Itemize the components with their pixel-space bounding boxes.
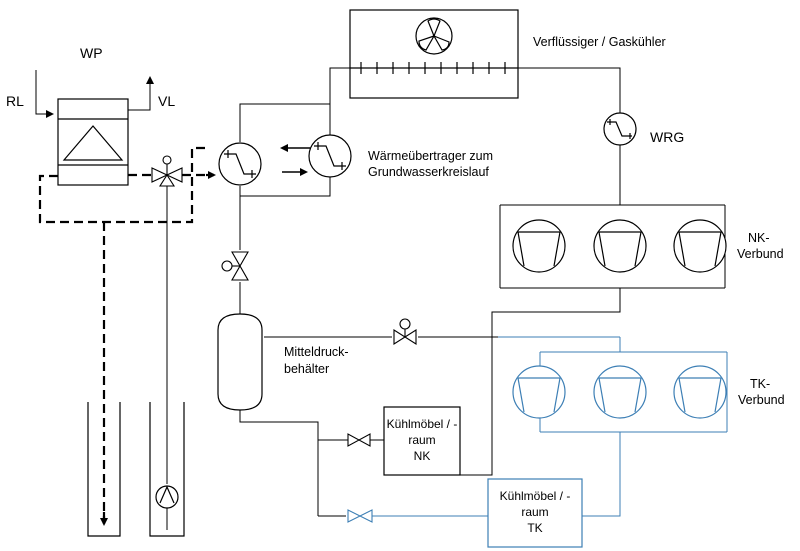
expansion-valve-icon <box>221 251 249 281</box>
compressor-icon <box>512 365 566 419</box>
tk-label-line1: TK- <box>750 377 770 391</box>
heat-pump <box>57 98 129 186</box>
nk-label-line1: NK- <box>748 231 770 245</box>
piping-nk <box>239 67 726 517</box>
nk-compressors <box>512 219 727 273</box>
wrg-heat-exchanger <box>603 112 637 146</box>
heat-exchanger-2 <box>308 134 352 178</box>
heat-exchanger-1 <box>218 142 262 186</box>
heat-pump-connections <box>35 70 154 118</box>
nk-expansion-valve-icon <box>347 433 371 447</box>
hx-label-line1: Wärmeübertrager zum <box>368 149 493 163</box>
nk-box-line3: NK <box>414 449 431 463</box>
compressor-icon <box>673 365 727 419</box>
wp-label: WP <box>80 45 103 61</box>
compressor-icon <box>593 365 647 419</box>
compressor-icon <box>593 219 647 273</box>
wrg-label: WRG <box>650 129 684 145</box>
groundwater-circuit <box>38 146 210 520</box>
tk-label-line2: Verbund <box>738 393 785 407</box>
nk-box-line1: Kühlmöbel / - <box>387 417 458 431</box>
vl-label: VL <box>158 93 175 109</box>
well-pump-icon <box>155 485 179 509</box>
condenser-unit <box>349 9 519 99</box>
hx-label-line2: Grundwasserkreislauf <box>368 165 489 179</box>
tk-compressors <box>512 365 727 419</box>
tk-box-line3: TK <box>527 521 542 535</box>
nk-box-line2: raum <box>408 433 435 447</box>
fan-icon <box>415 17 453 55</box>
tk-box-line1: Kühlmöbel / - <box>500 489 571 503</box>
flow-arrows <box>280 144 310 176</box>
rl-label: RL <box>6 93 24 109</box>
gas-bypass-valve-icon <box>393 318 417 346</box>
medium-pressure-receiver <box>217 313 263 411</box>
piping-tk <box>372 336 728 517</box>
compressor-icon <box>512 219 566 273</box>
three-way-valve-icon <box>151 155 183 187</box>
injection-well <box>87 402 121 537</box>
receiver-label-line1: Mitteldruck- <box>284 345 349 359</box>
condenser-label: Verflüssiger / Gaskühler <box>533 35 666 49</box>
receiver-label-line2: behälter <box>284 362 329 376</box>
condenser-tubes <box>360 62 506 74</box>
groundwater-arrow-icon <box>100 171 216 526</box>
tk-expansion-valve-icon <box>347 509 373 523</box>
cooling-box-nk <box>383 406 461 476</box>
cooling-box-tk <box>487 478 583 548</box>
tk-box-line2: raum <box>521 505 548 519</box>
extraction-well <box>149 402 185 537</box>
nk-label-line2: Verbund <box>737 247 784 261</box>
compressor-icon <box>673 219 727 273</box>
